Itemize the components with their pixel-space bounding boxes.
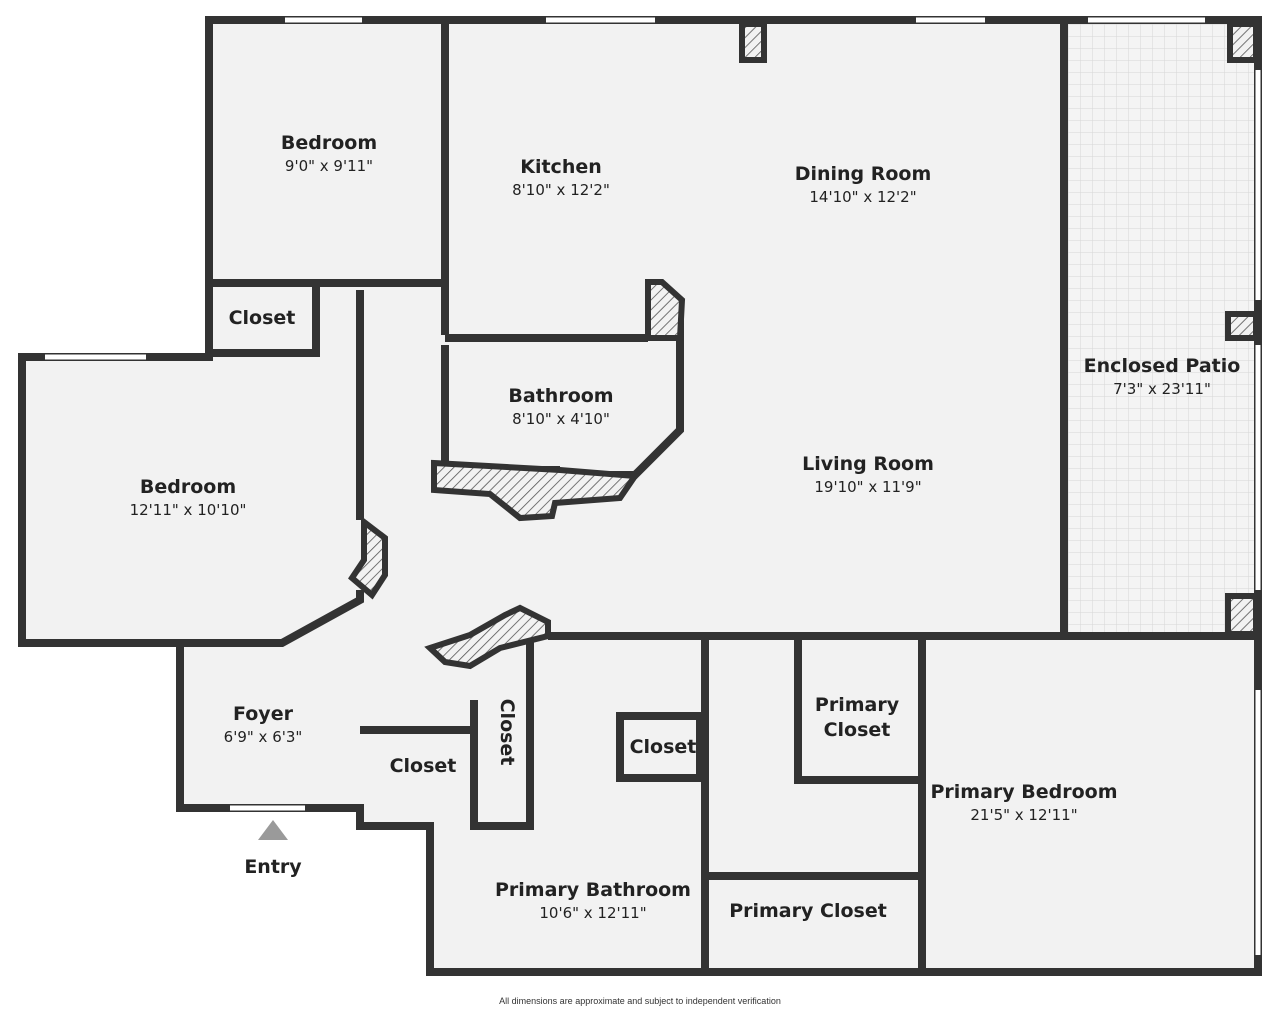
label-primary-bedroom: Primary Bedroom [930,781,1117,803]
fixtures [348,21,1259,670]
label-kitchen: Kitchen [520,156,602,178]
label-bathroom: Bathroom [508,385,613,407]
label-closet-foyer: Closet [390,755,457,777]
label-primary-closet-upper-2: Closet [824,719,891,741]
dims-bedroom-left: 12'11" x 10'10" [130,501,247,519]
label-closet-top: Closet [229,307,296,329]
label-primary-closet-upper-1: Primary [815,694,900,716]
label-living-room: Living Room [802,453,934,475]
dims-foyer: 6'9" x 6'3" [224,728,303,746]
label-bedroom-top: Bedroom [281,132,377,154]
label-enclosed-patio: Enclosed Patio [1084,355,1241,377]
windows [45,17,1261,955]
label-primary-bathroom: Primary Bathroom [495,879,691,901]
dims-bathroom: 8'10" x 4'10" [512,410,610,428]
entry-arrow-icon [258,820,288,840]
label-foyer: Foyer [233,703,294,725]
dims-dining-room: 14'10" x 12'2" [809,188,916,206]
disclaimer-footer: All dimensions are approximate and subje… [499,996,781,1006]
dims-enclosed-patio: 7'3" x 23'11" [1113,380,1211,398]
label-closet-vertical: Closet [496,699,518,766]
label-dining-room: Dining Room [795,163,932,185]
label-bedroom-left: Bedroom [140,476,236,498]
dims-bedroom-top: 9'0" x 9'11" [285,157,373,175]
dims-primary-bedroom: 21'5" x 12'11" [970,806,1077,824]
entry-label: Entry [244,856,302,878]
floors [22,20,1258,972]
window-frames [45,16,1205,361]
dims-primary-bathroom: 10'6" x 12'11" [539,904,646,922]
dims-living-room: 19'10" x 11'9" [814,478,921,496]
dims-kitchen: 8'10" x 12'2" [512,181,610,199]
label-closet-bath: Closet [630,736,697,758]
label-primary-closet-lower: Primary Closet [729,900,887,922]
room-labels: Bedroom 9'0" x 9'11" Kitchen 8'10" x 12'… [130,132,1241,922]
